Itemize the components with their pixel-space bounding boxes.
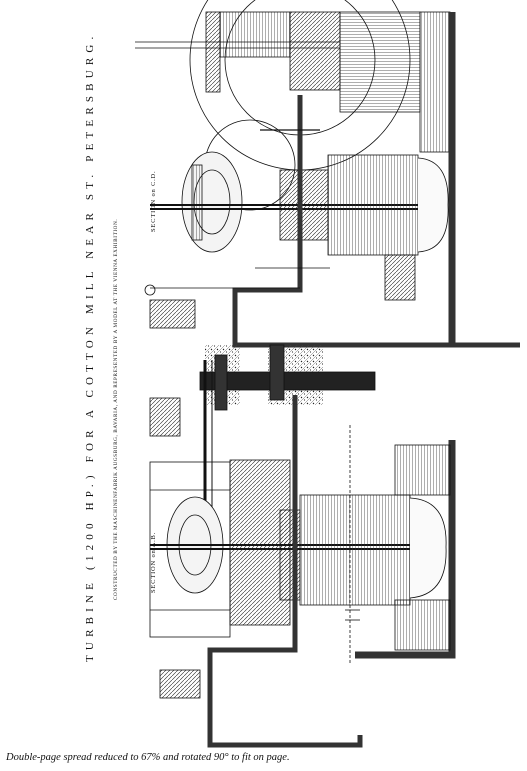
section-cd-drawing	[135, 0, 520, 348]
section-ab-label: SECTION on A.B.	[150, 531, 157, 593]
plate-title: TURBINE (1200 HP.) FOR A COTTON MILL NEA…	[84, 31, 96, 663]
plate-subtitle: CONSTRUCTED BY THE MASCHINENFABRIK AUGSB…	[113, 218, 119, 600]
section-ab-drawing	[149, 395, 456, 748]
gear-train-drawing	[149, 344, 376, 540]
section-cd-label: SECTION on C.D.	[150, 170, 157, 232]
figure-caption: Double-page spread reduced to 67% and ro…	[6, 752, 290, 763]
